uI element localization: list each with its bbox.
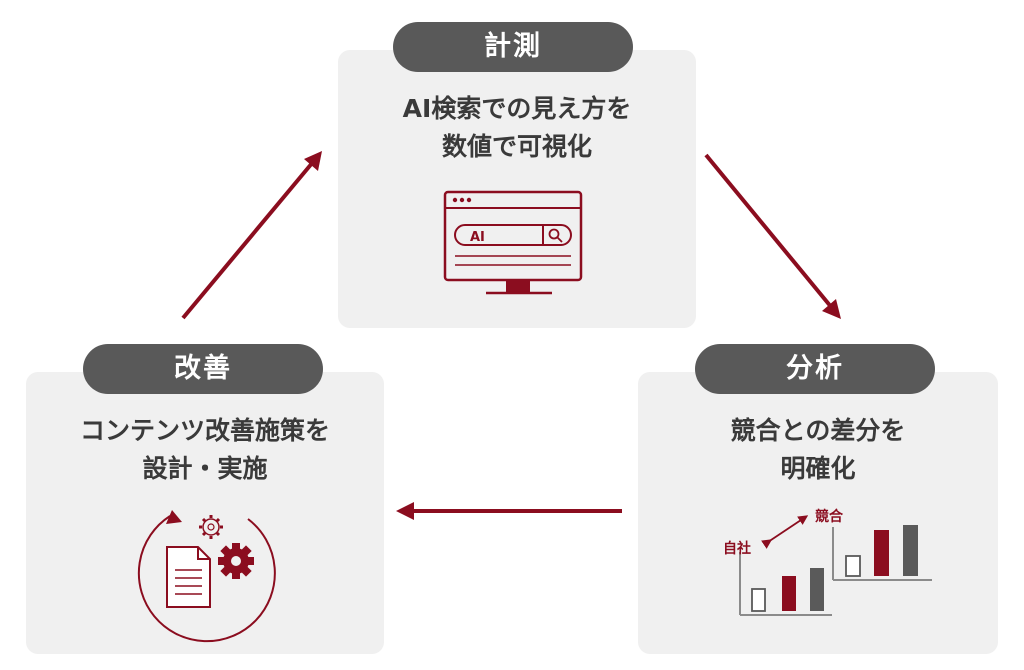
analyze-label: 分析 <box>695 344 935 394</box>
measure-line-2: 数値で可視化 <box>441 132 592 161</box>
improve-description: コンテンツ改善施策を 設計・実施 <box>26 412 384 488</box>
arrow-analyze-to-improve <box>396 502 622 520</box>
comparison-chart-icon <box>739 515 932 616</box>
analyze-line-1: 競合との差分を <box>730 416 906 445</box>
analyze-description: 競合との差分を 明確化 <box>638 412 998 488</box>
arrow-measure-to-analyze <box>704 153 841 319</box>
measure-label: 計測 <box>393 22 633 72</box>
improve-label: 改善 <box>83 344 323 394</box>
measure-line-1: AI検索での見え方を <box>402 94 632 123</box>
analyze-line-2: 明確化 <box>780 454 856 483</box>
document-gear-cycle-icon <box>137 510 276 643</box>
monitor-search-icon <box>443 190 583 295</box>
improve-line-2: 設計・実施 <box>142 454 268 483</box>
arrow-improve-to-measure <box>181 151 322 320</box>
measure-description: AI検索での見え方を 数値で可視化 <box>338 90 696 166</box>
improve-line-1: コンテンツ改善施策を <box>79 416 330 445</box>
search-text: AI <box>470 230 485 245</box>
competitor-label: 競合 <box>815 508 844 525</box>
own-company-label: 自社 <box>723 540 751 557</box>
